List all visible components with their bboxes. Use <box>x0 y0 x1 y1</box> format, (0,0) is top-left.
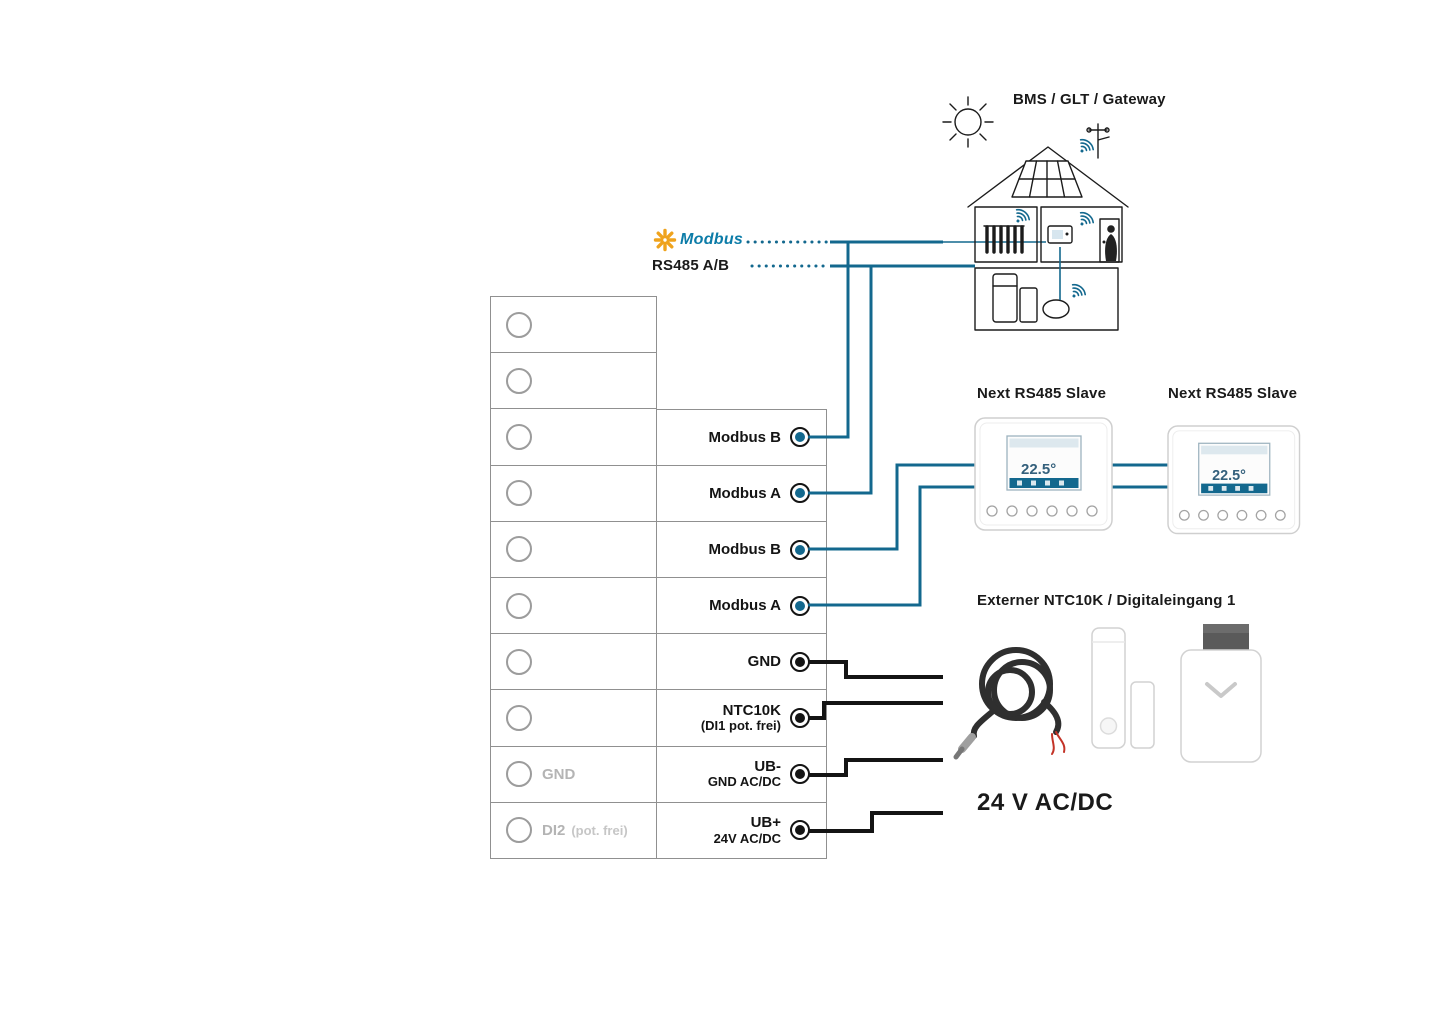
connector-sublabel: (DI1 pot. frei) <box>700 718 781 734</box>
room-right <box>1040 206 1123 263</box>
connector-row-modbus-a-2: Modbus A <box>656 577 827 635</box>
terminal-row-3 <box>490 408 657 466</box>
gateway-pod-icon <box>1042 299 1070 319</box>
connector-label: Modbus A <box>709 484 781 502</box>
door-person-icon <box>1099 218 1120 263</box>
rs485-slave-device-2: 22.5° <box>1167 425 1301 535</box>
building-illustration <box>942 96 1129 331</box>
connector-label: UB+ <box>750 814 781 832</box>
bms-gateway-label: BMS / GLT / Gateway <box>1013 91 1166 108</box>
modbus-star-icon <box>653 228 677 252</box>
slave-right-label: Next RS485 Slave <box>1168 385 1298 402</box>
wifi-icon <box>1009 206 1033 228</box>
wire-modbus-b-slave <box>808 463 1172 551</box>
wire-ub-plus <box>808 811 943 833</box>
terminal-row-di2: DI2 (pot. frei) <box>490 801 657 860</box>
wire-modbus-a-slave <box>808 485 1172 607</box>
terminal-screw <box>506 536 532 563</box>
slave-left-label: Next RS485 Slave <box>977 385 1107 402</box>
pin-gnd <box>790 651 810 672</box>
modbus-slave-wires <box>808 463 1172 607</box>
connector-column: Modbus B Modbus A Modbus B Modbus A GND … <box>656 408 827 859</box>
terminal-row-1 <box>490 296 657 354</box>
room-lower <box>974 267 1119 331</box>
terminal-row-7 <box>490 633 657 691</box>
ntc-probe-icon <box>953 647 1066 760</box>
weather-mast-icon <box>1086 123 1110 159</box>
solar-panel-icon <box>1011 160 1083 198</box>
terminal-screw <box>506 480 532 507</box>
pin-ub-plus <box>790 820 810 841</box>
wifi-icon <box>1073 209 1097 231</box>
connector-row-modbus-a-1: Modbus A <box>656 464 827 522</box>
connector-row-modbus-b-2: Modbus B <box>656 520 827 579</box>
connector-row-gnd: GND <box>656 633 827 691</box>
connector-sublabel: GND AC/DC <box>707 774 781 790</box>
terminal-row-8 <box>490 689 657 747</box>
terminal-screw <box>506 592 532 619</box>
radiator-icon <box>983 225 1025 254</box>
wall-thermostat-icon <box>1047 225 1073 244</box>
terminal-screw <box>506 648 532 675</box>
sun-icon <box>942 96 994 148</box>
rs485-slave-device-1: 22.5° <box>974 417 1113 531</box>
terminal-label: GND <box>542 765 576 783</box>
connector-row-ub-minus: UB-GND AC/DC <box>656 745 827 803</box>
terminal-screw <box>506 424 532 450</box>
terminal-screw <box>506 705 532 732</box>
rs485-label: RS485 A/B <box>652 257 730 274</box>
wire-ntc10k <box>808 701 943 720</box>
pin-ntc10k <box>790 708 810 729</box>
terminal-row-4 <box>490 464 657 522</box>
boiler-icon <box>992 273 1038 323</box>
terminal-row-2 <box>490 352 657 410</box>
wifi-icon <box>1073 136 1097 158</box>
room-left <box>974 206 1038 263</box>
pin-ub-minus <box>790 764 810 785</box>
connector-label: GND <box>747 653 781 671</box>
roof <box>967 146 1129 208</box>
wire-ub-minus <box>808 758 943 777</box>
connector-label: UB- <box>754 758 781 776</box>
power-label: 24 V AC/DC <box>977 789 1114 816</box>
terminal-screw <box>506 367 532 394</box>
external-input-label: Externer NTC10K / Digitaleingang 1 <box>977 592 1236 609</box>
terminal-screw <box>506 311 532 338</box>
touch-icons <box>986 505 1098 517</box>
connector-label: Modbus B <box>708 540 782 558</box>
connector-label: NTC10K <box>722 701 781 719</box>
terminal-label: DI2 <box>542 821 566 839</box>
keycard-holder-icon <box>1180 624 1262 763</box>
modbus-logo: Modbus <box>653 228 743 252</box>
wire-gnd <box>808 660 943 679</box>
pin-modbus-b-slave <box>790 539 810 560</box>
terminal-row-5 <box>490 520 657 579</box>
connector-row-ub-plus: UB+24V AC/DC <box>656 801 827 859</box>
door-contact-icon <box>1091 627 1155 749</box>
connector-row-ntc10k: NTC10K(DI1 pot. frei) <box>656 689 827 747</box>
terminal-screw <box>506 817 532 844</box>
wifi-icon <box>1065 281 1089 303</box>
terminal-sublabel: (pot. frei) <box>571 822 628 838</box>
connector-row-modbus-b-1: Modbus B <box>656 408 827 466</box>
terminal-screw <box>506 761 532 788</box>
slave-screen-temp: 22.5° <box>1021 461 1056 478</box>
connector-label: Modbus A <box>709 597 781 615</box>
slave-screen-temp: 22.5° <box>1212 468 1246 484</box>
terminal-row-6 <box>490 577 657 635</box>
pin-modbus-b-bms <box>790 427 810 448</box>
terminal-table: GND DI2 (pot. frei) Modbus B Modbus A Mod… <box>490 296 827 860</box>
modbus-logo-text: Modbus <box>680 231 744 248</box>
pin-modbus-a-slave <box>790 595 810 616</box>
terminal-row-gnd: GND <box>490 745 657 803</box>
terminal-left-column: GND DI2 (pot. frei) <box>490 296 657 860</box>
connector-sublabel: 24V AC/DC <box>713 830 781 846</box>
power-sensor-wires <box>808 660 943 833</box>
pin-modbus-a-bms <box>790 483 810 504</box>
touch-icons <box>1178 509 1286 521</box>
connector-label: Modbus B <box>708 428 782 446</box>
